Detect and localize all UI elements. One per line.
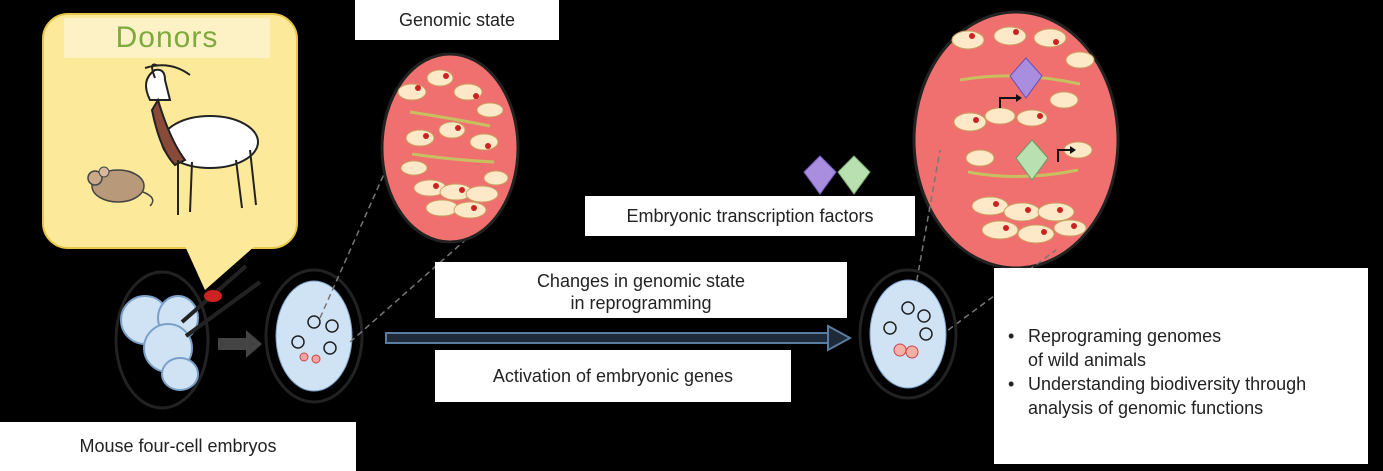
outcome-line: of wild animals <box>1028 350 1147 370</box>
donors-title: Donors <box>64 18 270 58</box>
embryo-nucleus-transfer <box>264 268 364 404</box>
outcomes-list: • Reprograming genomes of wild animals •… <box>1004 324 1358 420</box>
outcome-item: • Reprograming genomes of wild animals <box>1004 324 1358 372</box>
outcomes-box: • Reprograming genomes of wild animals •… <box>994 268 1368 464</box>
genomic-state-text: Genomic state <box>398 10 516 30</box>
goat-illustration <box>144 63 259 215</box>
embryo-reprogrammed <box>858 268 958 400</box>
four-cell-embryo <box>114 270 210 410</box>
genomic-state-initial <box>380 52 520 244</box>
activation-label: Activation of embryonic genes <box>435 350 791 402</box>
outcome-item: • Understanding biodiversity through ana… <box>1004 372 1358 420</box>
mouse-illustration <box>87 166 154 207</box>
inject-arrow <box>218 330 262 358</box>
transcription-factor-gems <box>803 155 871 195</box>
changes-line-2: in reprogramming <box>570 293 712 313</box>
activation-text: Activation of embryonic genes <box>492 366 734 386</box>
transcription-factors-text: Embryonic transcription factors <box>626 206 874 226</box>
changes-label: Changes in genomic state in reprogrammin… <box>435 262 847 318</box>
bubble-tail <box>185 246 255 290</box>
mouse-embryos-text: Mouse four-cell embryos <box>79 436 277 456</box>
transcription-factors-label: Embryonic transcription factors <box>585 196 915 236</box>
zoom-line <box>349 235 471 343</box>
outcome-line: analysis of genomic functions <box>1028 398 1264 418</box>
bullet-icon: • <box>1008 374 1015 394</box>
injection-needle <box>180 264 262 338</box>
outcome-line: Reprograming genomes <box>1028 326 1222 346</box>
mouse-embryos-label: Mouse four-cell embryos <box>0 422 356 471</box>
changes-line-1: Changes in genomic state <box>536 271 746 291</box>
reprogramming-arrow <box>385 324 853 352</box>
genomic-state-label: Genomic state <box>355 0 559 40</box>
bullet-icon: • <box>1008 326 1015 346</box>
genomic-state-reprogrammed <box>912 10 1120 270</box>
outcome-line: Understanding biodiversity through <box>1028 374 1307 394</box>
